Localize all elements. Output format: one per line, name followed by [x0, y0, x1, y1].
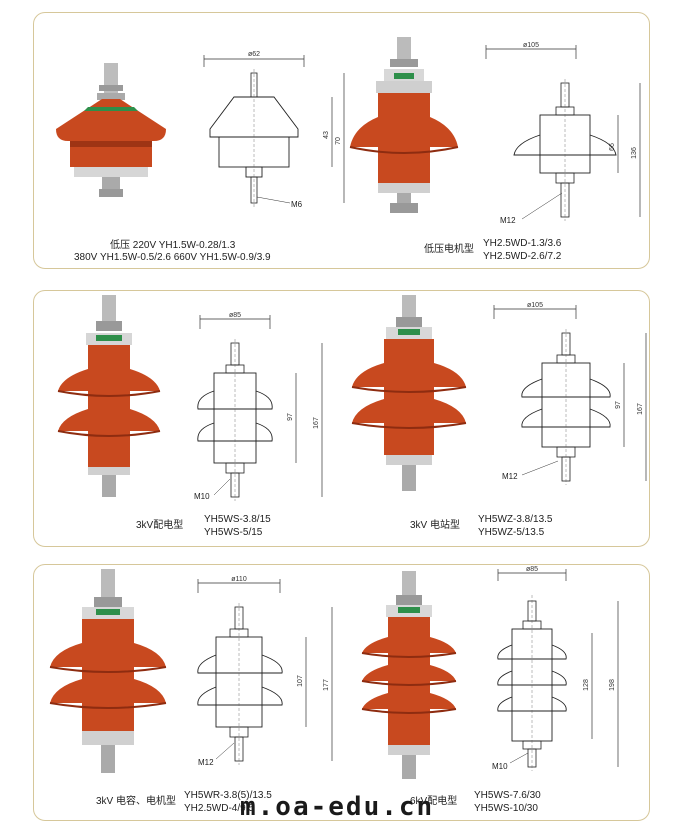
total-height-label: 70	[335, 137, 342, 145]
diameter-label: ø105	[527, 302, 543, 309]
arrester-photo-low-voltage	[56, 63, 166, 197]
product-panel-1: ø62 43 70 M6 低压 220V YH1.5W-0.28/1.3 380…	[33, 12, 650, 269]
product-panel-3: ø110 107 177 M12 3kV 电容、电机型 YH5WR-3.8(5)…	[33, 564, 650, 821]
caption-model-1: YH5WZ-3.8/13.5	[478, 514, 553, 525]
caption-type: 低压电机型	[424, 244, 474, 255]
thread-label: M12	[198, 758, 214, 767]
diameter-label: ø105	[523, 42, 539, 49]
arrester-photo-motor-type	[349, 37, 459, 213]
caption-model-2: YH2.5WD-4/9.5	[184, 803, 255, 814]
caption-model-2: YH5WS-5/15	[204, 527, 263, 538]
total-height-label: 167	[637, 403, 644, 415]
dimension-drawing-station-type: ø105 97 167 M12	[493, 302, 647, 485]
caption-model-1: YH5WR-3.8(5)/13.5	[184, 790, 272, 801]
diameter-label: ø85	[526, 566, 538, 573]
dimension-drawing-distribution-type: ø85 97 167 M10	[194, 312, 323, 501]
dimension-drawing-6kv-distribution-type: ø85 128 198 M10	[492, 566, 619, 771]
total-height-label: 167	[313, 417, 320, 429]
total-height-label: 198	[609, 679, 616, 691]
arrester-photo-6kv-distribution-type	[361, 571, 457, 779]
caption-model-2: YH2.5WD-2.6/7.2	[483, 251, 562, 262]
height-label: 128	[583, 679, 590, 691]
caption-line-2: 380V YH1.5W-0.5/2.6 660V YH1.5W-0.9/3.9	[74, 252, 271, 263]
height-label: 43	[323, 131, 330, 139]
arrester-photo-station-type	[351, 295, 467, 491]
thread-label: M10	[194, 492, 210, 501]
diameter-label: ø85	[229, 312, 241, 319]
caption-type: 3kV配电型	[136, 520, 184, 531]
caption-model-1: YH5WS-3.8/15	[204, 514, 271, 525]
watermark-text: m.oa-edu.cn	[240, 792, 435, 822]
dimension-drawing-low-voltage: ø62 43 70 M6	[203, 51, 345, 209]
product-panel-2: ø85 97 167 M10 3kV配电型 YH5WS-3.8/15 YH5WS…	[33, 290, 650, 547]
thread-label: M6	[291, 200, 303, 209]
caption-line-1: 低压 220V YH1.5W-0.28/1.3	[110, 240, 236, 251]
caption-type: 3kV 电站型	[410, 520, 461, 531]
caption-type: 3kV 电容、电机型	[96, 796, 177, 807]
caption-model-1: YH5WS-7.6/30	[474, 790, 541, 801]
thread-label: M10	[492, 762, 508, 771]
diameter-label: ø110	[231, 576, 247, 583]
arrester-photo-capacitor-motor-type	[49, 569, 167, 773]
caption-model-2: YH5WS-10/30	[474, 803, 538, 814]
caption-type: 6kV配电型	[410, 796, 458, 807]
dimension-drawing-motor-type: ø105 66 136 M12	[485, 42, 641, 225]
caption-model-2: YH5WZ-5/13.5	[478, 527, 545, 538]
height-label: 66	[609, 143, 616, 151]
height-label: 97	[287, 413, 294, 421]
total-height-label: 177	[323, 679, 330, 691]
arrester-photo-distribution-type	[57, 295, 161, 497]
dimension-drawing-capacitor-motor-type: ø110 107 177 M12	[197, 576, 333, 767]
height-label: 97	[615, 401, 622, 409]
height-label: 107	[297, 675, 304, 687]
thread-label: M12	[502, 472, 518, 481]
diameter-label: ø62	[248, 51, 260, 58]
caption-model-1: YH2.5WD-1.3/3.6	[483, 238, 562, 249]
total-height-label: 136	[631, 147, 638, 159]
thread-label: M12	[500, 216, 516, 225]
